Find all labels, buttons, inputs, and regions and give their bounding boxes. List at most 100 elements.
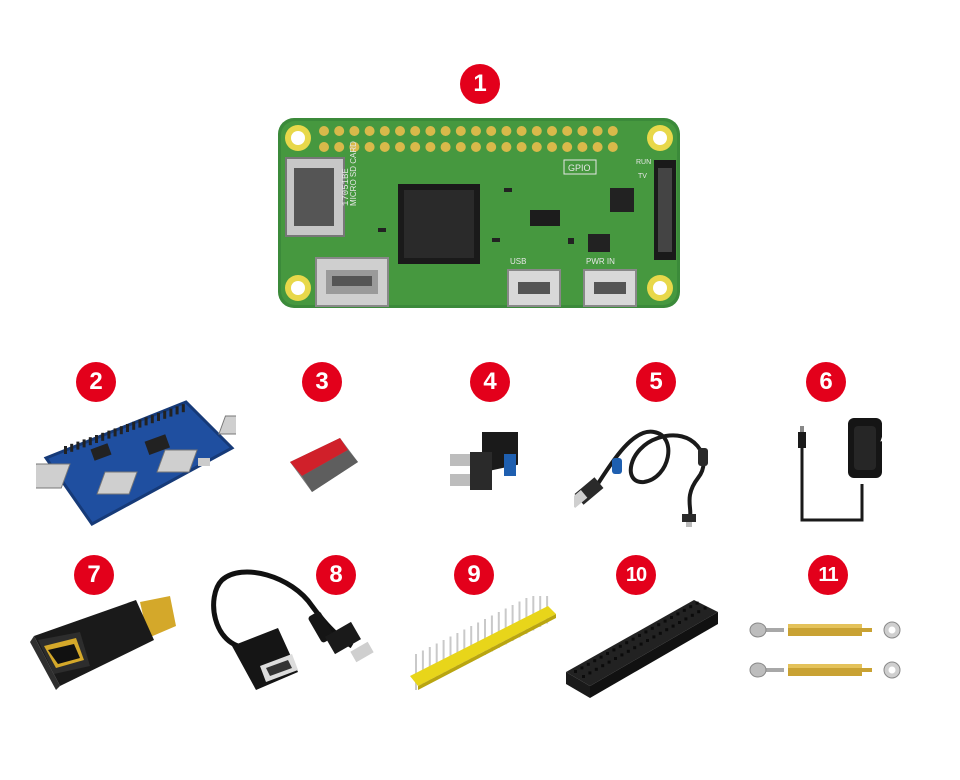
- badge-9: 9: [454, 555, 494, 595]
- gpio-pad: [395, 142, 405, 152]
- gpio-pad: [607, 126, 618, 136]
- socket-hole: [650, 626, 654, 630]
- pi-zero-board-icon: MICRO SD CARD 17051BE GPIO RUN TV USB PW…: [278, 118, 680, 310]
- gpio-pad: [410, 142, 421, 152]
- hat-pin: [107, 430, 111, 439]
- socket-hole: [652, 635, 656, 639]
- gpio-pad: [319, 142, 329, 152]
- badge-1: 1: [460, 64, 500, 104]
- gpio-pad: [562, 142, 573, 152]
- gpio-pad: [349, 142, 360, 152]
- pwr-label: PWR IN: [586, 257, 615, 266]
- socket-hole: [633, 646, 637, 650]
- socket-hole: [639, 642, 643, 646]
- gpio-pad: [410, 126, 421, 136]
- badge-5: 5: [636, 362, 676, 402]
- socket-hole: [697, 610, 701, 614]
- socket-hole: [614, 657, 617, 660]
- hat-pin: [76, 441, 80, 450]
- socket-hole: [620, 653, 624, 657]
- gpio-label: GPIO: [568, 163, 591, 173]
- gpio-pad: [425, 142, 436, 152]
- gpio-pad: [547, 126, 557, 136]
- socket-hole: [671, 624, 675, 628]
- gpio-pad: [364, 126, 375, 136]
- usb-cable-icon: [574, 418, 724, 528]
- hat-pin: [64, 446, 67, 454]
- sd-code: 17051BE: [341, 168, 351, 206]
- hat-pin: [132, 421, 136, 430]
- socket-hole: [607, 660, 611, 664]
- socket-hole: [684, 617, 688, 621]
- socket-hole: [646, 639, 649, 642]
- socket-hole: [601, 664, 605, 668]
- gpio-pad: [547, 142, 557, 152]
- socket-hole: [644, 630, 648, 634]
- gpio-pad: [395, 126, 405, 136]
- socket-hole: [599, 655, 603, 659]
- gpio-pad: [592, 126, 603, 136]
- socket-hole: [676, 612, 680, 616]
- socket-hole: [657, 623, 661, 627]
- socket-hole: [625, 641, 629, 645]
- socket-hole: [593, 659, 597, 663]
- socket-hole: [618, 644, 622, 648]
- socket-hole: [695, 601, 699, 605]
- socket-hole: [682, 608, 686, 612]
- socket-hole: [690, 613, 694, 617]
- hat-pin: [157, 413, 160, 421]
- socket-hole: [580, 666, 584, 670]
- socket-hole: [689, 605, 693, 609]
- micro-sd-card-icon: [288, 432, 360, 498]
- gpio-pad: [577, 126, 588, 136]
- hat-pin: [163, 410, 167, 419]
- socket-hole: [670, 616, 673, 619]
- mini-hdmi-adapter-icon: [30, 596, 180, 690]
- hat-pin: [144, 417, 148, 426]
- badge-6: 6: [806, 362, 846, 402]
- badge-2: 2: [76, 362, 116, 402]
- socket-hole: [574, 670, 577, 673]
- badge-4: 4: [470, 362, 510, 402]
- usb-label: USB: [510, 257, 526, 266]
- hat-pin: [113, 428, 117, 437]
- gpio-pad: [516, 142, 527, 152]
- yellow-pin-header-icon: [406, 596, 558, 696]
- socket-hole: [665, 628, 669, 632]
- badge-11: 11: [808, 555, 848, 595]
- gpio-pad: [455, 142, 466, 152]
- socket-hole: [703, 606, 707, 610]
- gpio-pad: [577, 142, 588, 152]
- gpio-pad: [334, 142, 345, 152]
- gpio-pad: [379, 126, 390, 136]
- socket-hole: [678, 621, 681, 624]
- gpio-pad: [486, 142, 497, 152]
- gpio-pad: [531, 142, 542, 152]
- hat-pin: [150, 415, 154, 424]
- gpio-pad: [440, 142, 451, 152]
- micro-usb-adapter-icon: [446, 432, 524, 498]
- run-label: RUN: [636, 159, 651, 166]
- usb-otg-cable-icon: [202, 566, 378, 698]
- gpio-pad: [319, 126, 329, 136]
- hat-pin: [70, 443, 74, 452]
- hat-pin: [101, 432, 105, 441]
- socket-hole: [658, 631, 662, 635]
- badge-3: 3: [302, 362, 342, 402]
- hat-pin: [175, 406, 179, 415]
- hat-pin: [82, 439, 86, 448]
- gpio-pad: [471, 126, 481, 136]
- gpio-pad: [364, 142, 375, 152]
- gpio-pad: [592, 142, 603, 152]
- power-supply-icon: [794, 414, 894, 524]
- gpio-pad: [501, 126, 512, 136]
- black-female-header-icon: [564, 596, 720, 700]
- gpio-pad: [486, 126, 497, 136]
- socket-hole: [631, 637, 635, 641]
- badge-10: 10: [616, 555, 656, 595]
- badge-8: 8: [316, 555, 356, 595]
- sd-label: MICRO SD CARD: [349, 141, 358, 206]
- hat-pin: [126, 424, 129, 432]
- socket-hole: [663, 619, 667, 623]
- gpio-pad: [531, 126, 542, 136]
